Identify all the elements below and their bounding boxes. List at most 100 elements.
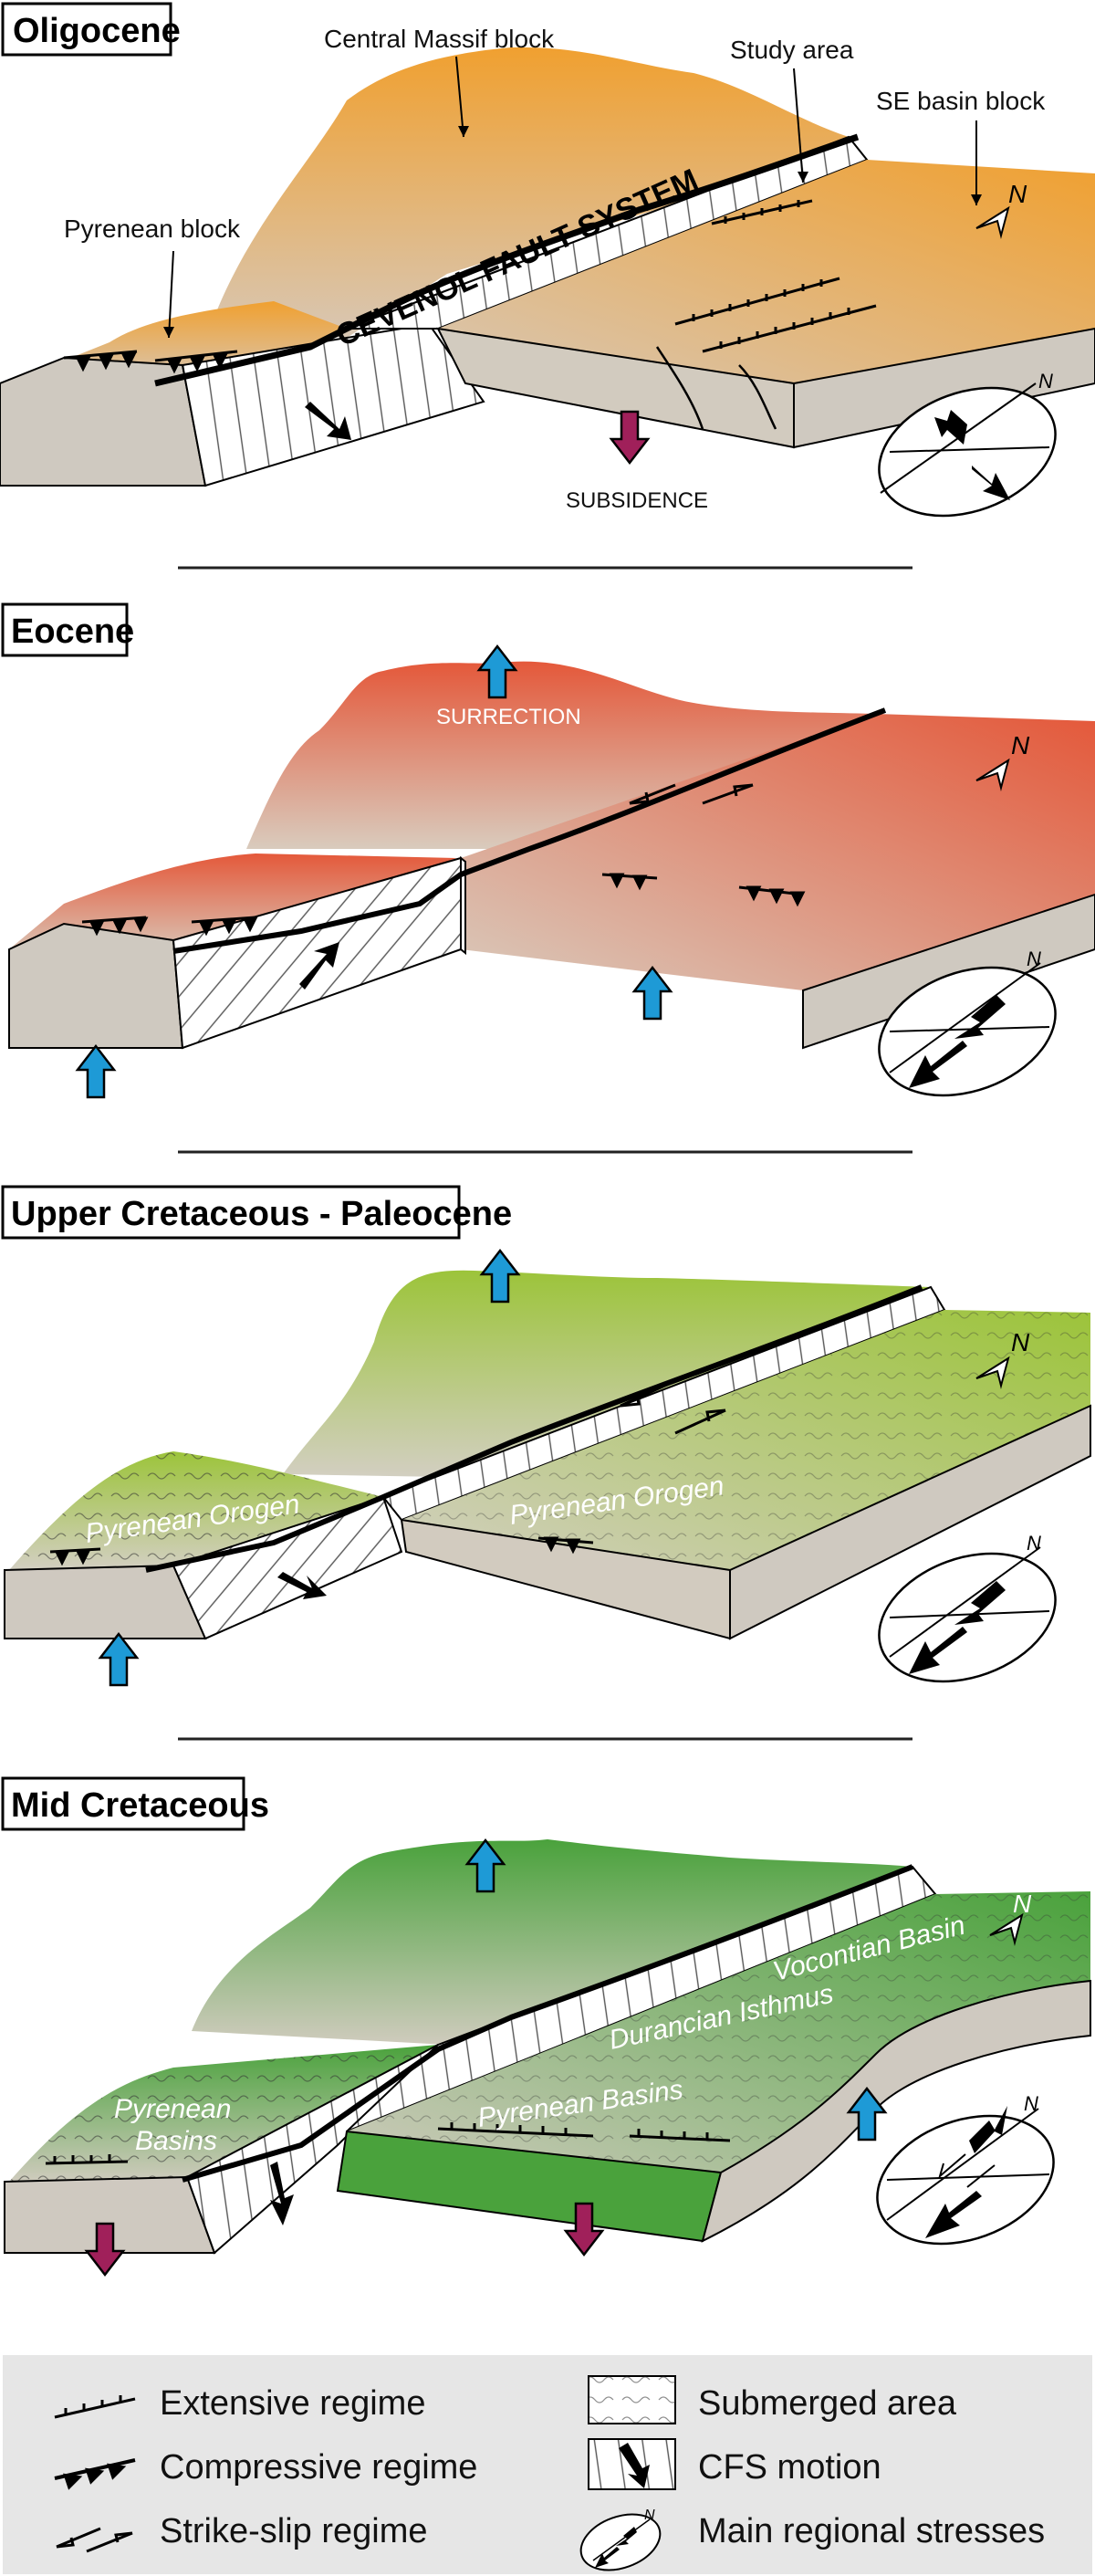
cevenol-fault-line [154, 133, 860, 387]
stress-north-label: N [1038, 370, 1053, 393]
central-massif-block [210, 47, 849, 338]
se-basin-block-front [729, 1404, 1091, 1640]
legend-compressive-label: Compressive regime [160, 2448, 477, 2487]
subsidence-arrow [610, 410, 650, 465]
central-massif-label: Central Massif block [324, 25, 555, 53]
normal-fault-curve [655, 346, 704, 430]
cevenol-fault-line [145, 1284, 923, 1573]
normal-fault-curve [738, 364, 777, 430]
compressive-regime-symbols [63, 350, 238, 374]
pyrenean-basins-left-label-1: Pyrenean [114, 2094, 231, 2124]
uplift-arrow [632, 966, 673, 1021]
compressive-regime-symbols [49, 1536, 594, 1566]
panel-title-oligocene: Oligocene [13, 12, 181, 50]
legend-cfs-arrow [619, 2443, 650, 2488]
surrection-label: SURRECTION [436, 705, 581, 729]
compressive-regime-symbols [81, 873, 806, 937]
legend-stress-north: N [644, 2508, 655, 2523]
cfs-motion-arrow [299, 942, 339, 990]
legend-strike-slip-symbol [56, 2527, 133, 2553]
north-arrow: N [975, 731, 1030, 791]
legend-stress-label: Main regional stresses [698, 2512, 1045, 2550]
legend-submerged-label: Submerged area [698, 2384, 957, 2423]
callout-line [793, 68, 804, 183]
callout-arrowhead [458, 126, 469, 137]
legend-compressive-symbol [54, 2458, 136, 2490]
stress-ellipse: N [878, 948, 1057, 1097]
callout-arrowhead [798, 172, 808, 183]
legend-strike-slip-label: Strike-slip regime [160, 2512, 428, 2550]
stress-ellipse: N [878, 370, 1057, 518]
submerged-area-left [9, 2045, 438, 2182]
legend-extensive-symbol [54, 2395, 136, 2419]
legend-extensive-label: Extensive regime [160, 2384, 425, 2423]
central-massif-block [283, 1270, 931, 1479]
submerged-area-left [9, 1451, 383, 1570]
legend-submerged-swatch [589, 2376, 675, 2424]
cevenol-fault-line [172, 707, 887, 954]
study-area-label: Study area [730, 36, 854, 64]
submerged-area-right [402, 1310, 1090, 1570]
callout-arrowhead [971, 194, 982, 205]
panel-upper-cretaceous: Upper Cretaceous - Paleocene Pyrenean Or… [1, 1185, 1091, 1687]
north-label: N [1011, 1328, 1030, 1356]
cfs-motion-arrow [270, 2162, 294, 2225]
panel-eocene: Eocene SURRECTION N [1, 602, 1095, 1099]
se-basin-block-top [461, 714, 1095, 990]
pyrenean-basins-left-label-2: Basins [135, 2126, 217, 2156]
north-arrow: N [975, 1328, 1030, 1389]
submerged-area-right [347, 1891, 1090, 2173]
panel-title-box [1, 2, 172, 57]
panel-title-box [1, 1185, 461, 1240]
strike-slip-arrows [629, 783, 754, 805]
fault-scarp [460, 855, 466, 956]
panel-title-eocene: Eocene [11, 613, 134, 651]
stress-ellipse: N [878, 1532, 1057, 1683]
cfs-motion-arrow [305, 402, 351, 440]
pyrenean-block-front [8, 922, 184, 1049]
panel-title-box [1, 602, 129, 657]
se-basin-label: SE basin block [876, 87, 1046, 115]
panel-title-mid-cretaceous: Mid Cretaceous [11, 1786, 269, 1825]
extensive-regime-symbols [674, 199, 877, 353]
se-basin-block-front [701, 1979, 1091, 2243]
se-basin-block-front [802, 893, 1095, 1050]
strike-slip-arrows [620, 1381, 726, 1435]
panel-title-box [1, 1776, 245, 1831]
extensive-regime-symbols [45, 2122, 731, 2165]
callout-line [455, 56, 464, 138]
uplift-arrow [99, 1632, 139, 1687]
stress-north-label: N [1027, 948, 1041, 970]
stress-north-label: N [1024, 2092, 1038, 2115]
panel-oligocene: Oligocene CEVENOL FAULT SYSTEM [0, 2, 1095, 518]
panel-mid-cretaceous: Mid Cretaceous Pyrenean Basins Pyrenean … [1, 1776, 1091, 2277]
legend-cfs-label: CFS motion [698, 2448, 881, 2487]
cevenol-fault-line [182, 1864, 914, 2183]
stress-ellipse: N [876, 2092, 1055, 2246]
central-massif-block [192, 1839, 912, 2045]
callout-arrowhead [163, 327, 174, 338]
north-label: N [1011, 731, 1030, 759]
fault-plane-front [181, 322, 485, 487]
legend: Extensive regime Compressive regime Stri… [3, 2355, 1092, 2574]
north-label: N [1013, 1890, 1032, 1918]
se-basin-block-top [438, 160, 1095, 383]
pyrenean-block-label: Pyrenean block [64, 215, 241, 243]
subsidence-label: SUBSIDENCE [566, 488, 708, 513]
cfs-motion-arrow [277, 1572, 327, 1599]
panel-title-upper-cretaceous: Upper Cretaceous - Paleocene [11, 1195, 512, 1233]
stress-north-label: N [1027, 1532, 1041, 1555]
central-massif-block [246, 661, 876, 849]
north-label: N [1008, 180, 1027, 208]
north-arrow: N [975, 180, 1027, 239]
se-basin-block-front [793, 327, 1095, 449]
north-arrow: N [989, 1890, 1032, 1946]
fault-plane-front [185, 2044, 439, 2255]
uplift-arrow [76, 1044, 116, 1099]
legend-background [3, 2355, 1092, 2574]
pyrenean-block-front [4, 1564, 207, 1639]
legend-stress-symbol: N [579, 2508, 662, 2571]
fault-plane-front [172, 1495, 403, 1640]
callout-line [168, 250, 174, 339]
